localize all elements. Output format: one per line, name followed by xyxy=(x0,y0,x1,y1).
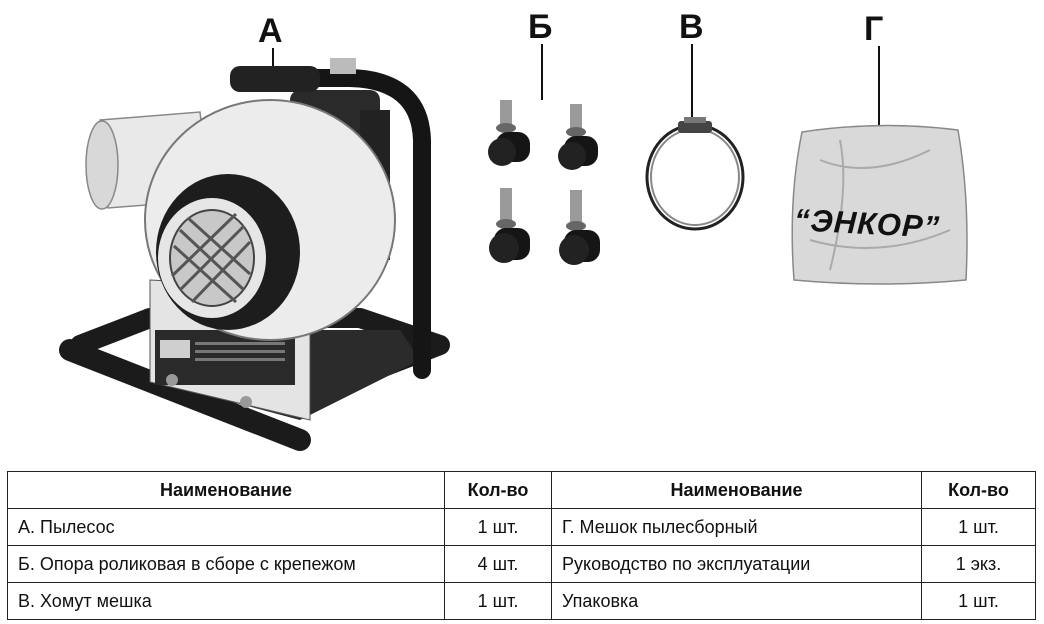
label-v: В xyxy=(679,8,704,46)
table-row: Б. Опора роликовая в сборе с крепежом 4 … xyxy=(7,545,1036,583)
caster-3 xyxy=(489,188,530,263)
header-name-1: Наименование xyxy=(7,471,445,509)
table-header-row: Наименование Кол-во Наименование Кол-во xyxy=(7,471,1036,509)
label-b: Б xyxy=(528,8,553,46)
cell-name: А. Пылесос xyxy=(7,508,445,546)
bag-brand-print: “ЭНКОР” xyxy=(793,202,941,245)
cell-qty: 1 шт. xyxy=(921,508,1036,546)
caster-wheels-image xyxy=(488,100,600,265)
caster-4 xyxy=(559,190,600,265)
header-qty-1: Кол-во xyxy=(444,471,552,509)
kit-illustration: А Б В Г xyxy=(59,8,968,451)
dust-bag-image xyxy=(791,124,968,285)
table-row: А. Пылесос 1 шт. Г. Мешок пылесборный 1 … xyxy=(7,508,1036,546)
cell-name: Упаковка xyxy=(551,582,922,620)
leader-b xyxy=(541,44,543,100)
cell-qty: 1 экз. xyxy=(921,545,1036,583)
label-a: А xyxy=(258,12,283,50)
kit-contents-table: Наименование Кол-во Наименование Кол-во … xyxy=(7,471,1036,620)
cell-name: Б. Опора роликовая в сборе с крепежом xyxy=(7,545,445,583)
leader-a xyxy=(272,48,274,76)
cell-name: Г. Мешок пылесборный xyxy=(551,508,922,546)
label-g: Г xyxy=(864,10,884,48)
cell-qty: 1 шт. xyxy=(921,582,1036,620)
leader-v xyxy=(691,44,693,120)
cell-qty: 4 шт. xyxy=(444,545,552,583)
header-name-2: Наименование xyxy=(551,471,922,509)
cell-qty: 1 шт. xyxy=(444,582,552,620)
header-qty-2: Кол-во xyxy=(921,471,1036,509)
vacuum-unit-image xyxy=(59,58,450,451)
leader-g xyxy=(878,46,880,142)
cell-name: Руководство по эксплуатации xyxy=(551,545,922,583)
table-row: В. Хомут мешка 1 шт. Упаковка 1 шт. xyxy=(7,582,1036,620)
cell-name: В. Хомут мешка xyxy=(7,582,445,620)
caster-1 xyxy=(488,100,530,166)
cell-qty: 1 шт. xyxy=(444,508,552,546)
bag-clamp-image xyxy=(645,117,745,231)
caster-2 xyxy=(558,104,598,170)
